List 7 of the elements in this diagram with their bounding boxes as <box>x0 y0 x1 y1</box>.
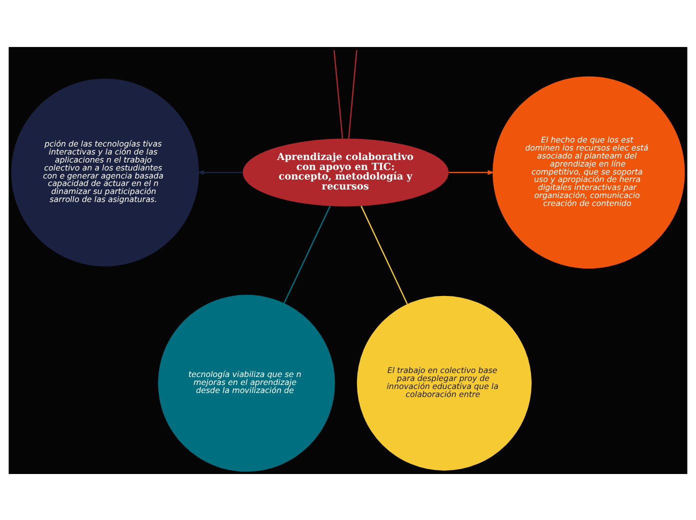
arrow <box>197 170 243 174</box>
connector <box>360 205 408 304</box>
connector <box>348 50 358 138</box>
arrow <box>448 170 494 174</box>
node-ellipse: Aprendizaje colaborativo con apoyo en TIC: concepto, metodología y recursos <box>242 138 449 206</box>
connector <box>284 205 331 304</box>
connector <box>333 50 344 138</box>
